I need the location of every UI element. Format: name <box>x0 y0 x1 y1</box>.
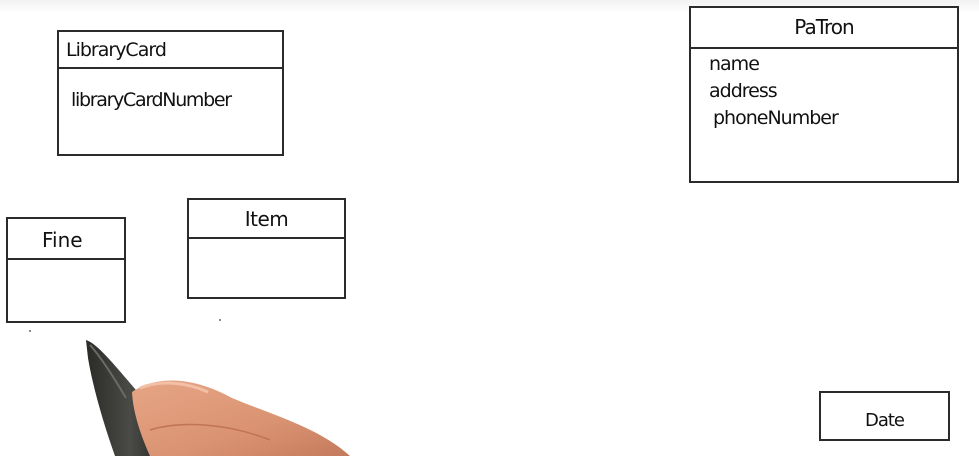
attribute-address: address <box>709 80 778 102</box>
class-attributes-librarycard: libraryCardNumber <box>59 69 282 110</box>
class-attributes-patron: name address phoneNumber <box>691 49 957 136</box>
attribute-name: name <box>709 53 760 75</box>
attribute-library-card-number: libraryCardNumber <box>71 89 232 111</box>
pen-dot <box>219 319 221 321</box>
class-name-date: Date <box>864 410 905 431</box>
class-box-patron: PaTron name address phoneNumber <box>689 6 959 183</box>
class-name-item: Item <box>189 200 344 239</box>
class-box-librarycard: LibraryCard libraryCardNumber <box>57 30 284 156</box>
class-box-fine: Fine <box>6 217 126 323</box>
class-name-fine: Fine <box>8 219 124 260</box>
class-name-patron: PaTron <box>691 8 957 49</box>
class-name-librarycard: LibraryCard <box>59 32 282 69</box>
pen-dot <box>29 330 31 332</box>
attribute-phone-number: phoneNumber <box>713 107 839 129</box>
class-box-date: Date <box>819 391 950 441</box>
class-box-item: Item <box>187 198 346 299</box>
